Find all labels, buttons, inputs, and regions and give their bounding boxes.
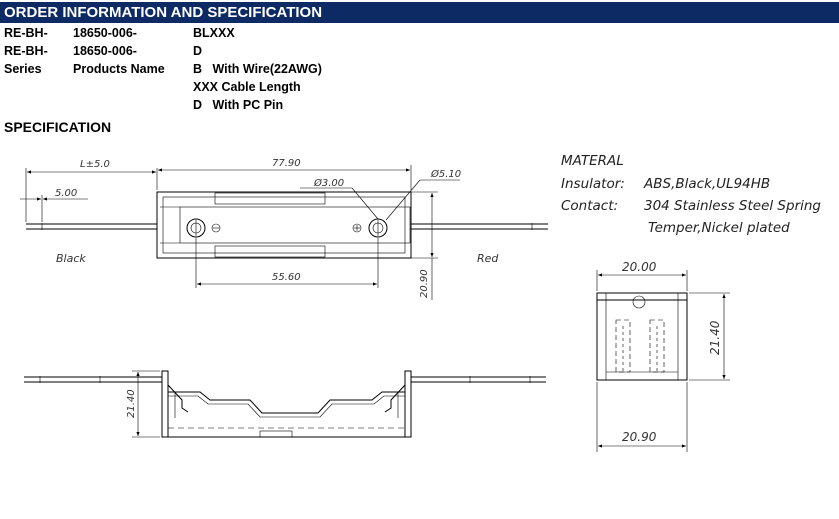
order-cell: XXX Cable Length bbox=[193, 80, 301, 94]
side-view bbox=[24, 370, 546, 438]
dim-overall-length: 77.90 bbox=[272, 158, 301, 169]
dim-pin-spacing: 55.60 bbox=[272, 272, 301, 283]
dim-body-width: 20.90 bbox=[419, 269, 430, 298]
order-cell: D bbox=[193, 44, 203, 58]
insulator-value: ABS,Black,UL94HB bbox=[643, 176, 770, 192]
section-header: ORDER INFORMATION AND SPECIFICATION bbox=[0, 2, 839, 23]
contact-label: Contact: bbox=[561, 198, 618, 214]
order-cell: BLXXX bbox=[193, 26, 235, 40]
material-heading: MATERAL bbox=[561, 153, 624, 169]
wire-black-label: Black bbox=[56, 252, 86, 265]
dim-end-width-bottom: 20.90 bbox=[622, 430, 657, 444]
contact-value-line2: Temper,Nickel plated bbox=[648, 220, 790, 236]
dim-end-height: 21.40 bbox=[708, 320, 722, 355]
order-cell: RE-BH- bbox=[4, 26, 48, 40]
order-cell: D With PC Pin bbox=[193, 98, 284, 112]
specification-title: SPECIFICATION bbox=[4, 119, 112, 135]
dim-hole-large: Ø5.10 bbox=[430, 168, 461, 180]
end-view bbox=[596, 270, 730, 452]
order-cell: Products Name bbox=[73, 62, 165, 76]
contact-value-line1: 304 Stainless Steel Spring bbox=[644, 198, 821, 214]
dim-wire-length: L±5.0 bbox=[80, 159, 110, 170]
insulator-label: Insulator: bbox=[561, 176, 625, 192]
wire-red-label: Red bbox=[477, 252, 499, 265]
order-cell: 18650-006- bbox=[73, 26, 137, 40]
dim-end-width-top: 20.00 bbox=[622, 260, 657, 274]
dim-strip-length: 5.00 bbox=[55, 188, 77, 199]
order-cell: Series bbox=[4, 62, 42, 76]
top-view bbox=[20, 165, 548, 300]
order-cell: RE-BH- bbox=[4, 44, 48, 58]
dim-body-height: 21.40 bbox=[126, 389, 137, 418]
dim-hole-small: Ø3.00 bbox=[313, 177, 344, 189]
order-cell: 18650-006- bbox=[73, 44, 137, 58]
order-cell: B With Wire(22AWG) bbox=[193, 62, 322, 76]
